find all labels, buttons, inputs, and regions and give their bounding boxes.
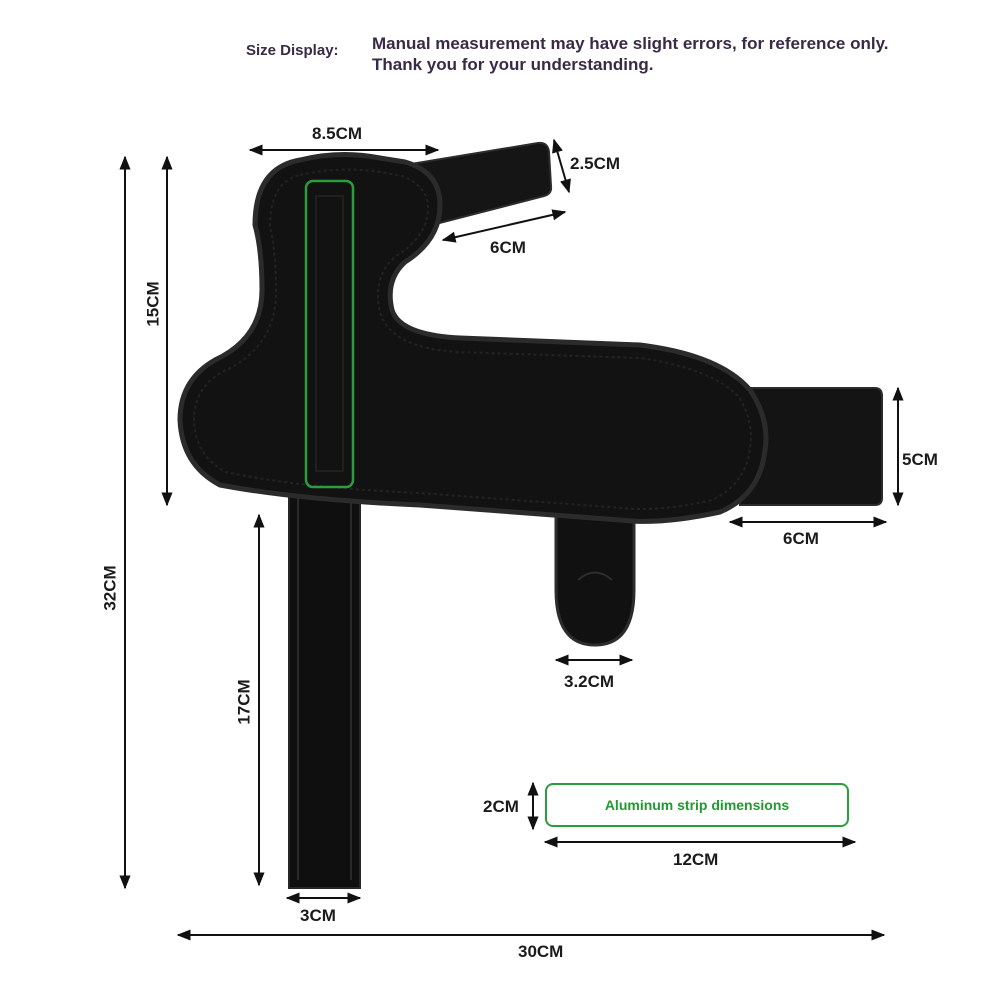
dim-lower-strap-width: 3CM [300, 906, 336, 925]
dim-lower-strap-length: 17CM [234, 679, 254, 725]
size-display-label: Size Display: [246, 42, 339, 59]
arrow-top-6cm [441, 209, 567, 243]
dim-strap-top-length: 6CM [490, 238, 526, 257]
measurement-note-line-2: Thank you for your understanding. [372, 55, 654, 74]
dim-height-upper: 15CM [143, 281, 163, 327]
brace-body [177, 151, 769, 524]
aluminum-strip-label: Aluminum strip dimensions [604, 797, 790, 813]
measurement-note-line-1: Manual measurement may have slight error… [372, 34, 889, 53]
aluminum-strip-box: Aluminum strip dimensions [545, 783, 849, 827]
dim-total-width: 30CM [518, 942, 564, 961]
dim-total-height: 32CM [100, 565, 120, 611]
dim-top-width: 8.5CM [312, 124, 363, 143]
arrow-2-5cm [552, 138, 571, 194]
dim-strip-height: 2CM [483, 797, 519, 816]
measurement-note: Manual measurement may have slight error… [372, 33, 888, 75]
right-strap [739, 387, 883, 506]
aluminum-strip-highlight [304, 179, 355, 489]
dim-thumb-width: 3.2CM [564, 672, 615, 691]
dim-right-strap-length: 6CM [783, 529, 819, 548]
dim-right-strap-height: 5CM [902, 450, 938, 469]
dim-strap-top-width: 2.5CM [570, 154, 621, 173]
thumb-tab [554, 503, 636, 647]
dim-strip-length: 12CM [673, 850, 719, 869]
lower-strap [288, 489, 361, 889]
